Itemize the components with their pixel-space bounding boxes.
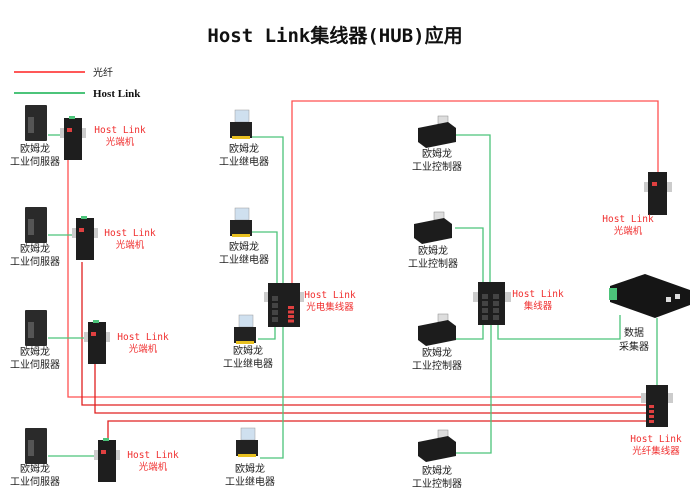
device-name: 欧姆龙 [233, 344, 263, 357]
hostlink-link [258, 325, 276, 340]
converter-label: Host Link [117, 332, 169, 343]
hostlink-fiber-hub [641, 385, 673, 427]
omron-controller [418, 313, 456, 346]
device-type: 工业继电器 [225, 475, 275, 488]
relay-icon [234, 207, 250, 221]
wires [48, 100, 659, 459]
omron-servo [25, 105, 47, 141]
hostlink-link [455, 134, 491, 282]
hostlink-link [260, 327, 284, 459]
relay-icon [240, 427, 256, 441]
legend: 光纤 Host Link [14, 66, 141, 100]
hub-label: Host Link [512, 289, 564, 300]
hostlink-hub [473, 282, 511, 325]
converter-label: Host Link [602, 214, 654, 225]
collector-icon [610, 274, 690, 318]
legend-hostlink-label: Host Link [93, 88, 141, 100]
device-type: 工业继电器 [219, 253, 269, 266]
converter-label: Host Link [94, 125, 146, 136]
hostlink-link [250, 136, 284, 283]
omron-servo [25, 310, 47, 346]
device-type: 工业继电器 [223, 357, 273, 370]
device-name: 欧姆龙 [235, 462, 265, 475]
converter-label: 光端机 [106, 136, 135, 148]
device-name: 欧姆龙 [229, 240, 259, 253]
fiber-link [291, 100, 659, 283]
device-name: 欧姆龙 [418, 244, 448, 257]
fiber-converter [72, 216, 98, 260]
relay-icon [234, 109, 250, 123]
converter-label: 光端机 [614, 225, 643, 237]
collector-label: 数据 [624, 326, 644, 339]
fiber-converter [60, 116, 86, 160]
hostlink-link [450, 325, 492, 454]
data-collector [609, 274, 690, 318]
device-name: 欧姆龙 [229, 142, 259, 155]
device-name: 欧姆龙 [422, 147, 452, 160]
omron-servo [25, 207, 47, 243]
hostlink-link [252, 231, 278, 283]
fiber-converter [94, 438, 120, 482]
controller-icon [418, 122, 456, 148]
converter-icon [76, 218, 94, 260]
fiber-link [94, 362, 646, 414]
hub-label: 集线器 [524, 300, 553, 312]
converter-icon [98, 440, 116, 482]
device-name: 欧姆龙 [20, 345, 50, 358]
hub-label: Host Link [304, 290, 356, 301]
device-type: 工业继电器 [219, 155, 269, 168]
omron-controller [414, 211, 452, 244]
converter-icon [648, 172, 667, 215]
hub-label: 光电集线器 [306, 301, 354, 313]
hub-label: Host Link [630, 434, 682, 445]
omron-controller [418, 429, 456, 462]
device-type: 工业控制器 [412, 160, 462, 173]
device-name: 欧姆龙 [20, 242, 50, 255]
fiber-link [107, 420, 646, 442]
device-type: 工业控制器 [412, 477, 462, 490]
omron-relay [230, 109, 252, 139]
device-name: 欧姆龙 [20, 462, 50, 475]
hostlink-link [450, 325, 484, 340]
fiber-converter [84, 320, 110, 364]
fiber-link [81, 262, 646, 406]
controller-icon [414, 218, 452, 244]
hostlink-link [497, 315, 621, 340]
fiber-link [67, 160, 646, 398]
collector-label: 采集器 [619, 340, 649, 353]
device-type: 工业控制器 [412, 359, 462, 372]
converter-icon [64, 118, 82, 160]
converter-label: 光端机 [139, 461, 168, 473]
diagram-title: Host Link集线器(HUB)应用 [207, 24, 462, 47]
hostlink-link [455, 227, 484, 282]
device-type: 工业伺服器 [10, 255, 60, 268]
omron-relay [236, 427, 258, 457]
device-name: 欧姆龙 [20, 142, 50, 155]
controller-icon [418, 436, 456, 462]
omron-servo [25, 428, 47, 464]
fiber-converter [644, 172, 672, 215]
converter-label: 光端机 [116, 239, 145, 251]
omron-relay [230, 207, 252, 237]
converter-label: 光端机 [129, 343, 158, 355]
device-type: 工业伺服器 [10, 475, 60, 488]
device-type: 工业控制器 [408, 257, 458, 270]
hostlink-oe-hub [264, 283, 304, 327]
device-type: 工业伺服器 [10, 358, 60, 371]
relay-icon [238, 314, 254, 328]
converter-label: Host Link [104, 228, 156, 239]
device-type: 工业伺服器 [10, 155, 60, 168]
legend-fiber-label: 光纤 [93, 66, 113, 79]
controller-icon [418, 320, 456, 346]
hub-label: 光纤集线器 [632, 445, 680, 457]
converter-label: Host Link [127, 450, 179, 461]
converter-icon [88, 322, 106, 364]
omron-controller [418, 115, 456, 148]
device-name: 欧姆龙 [422, 346, 452, 359]
omron-relay [234, 314, 256, 344]
device-name: 欧姆龙 [422, 464, 452, 477]
